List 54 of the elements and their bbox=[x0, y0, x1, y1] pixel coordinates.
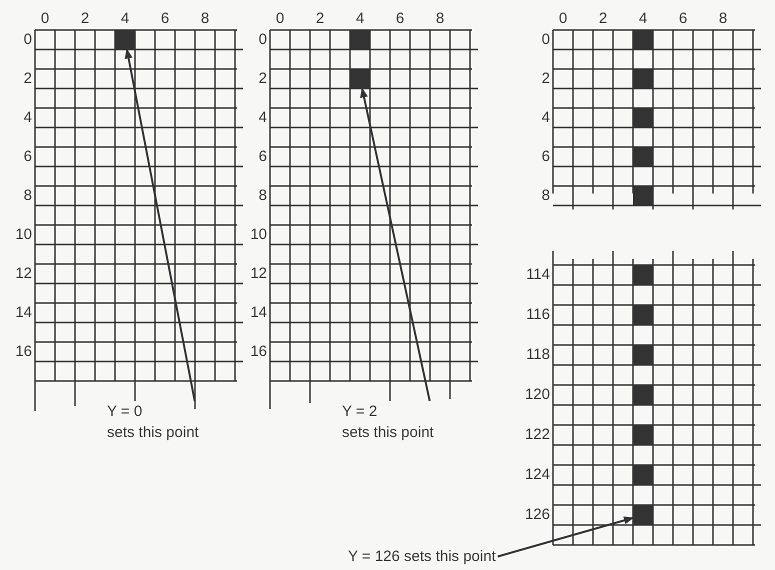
column-number: 2 bbox=[316, 11, 324, 27]
column-number: 0 bbox=[40, 11, 50, 27]
filled-cell bbox=[115, 30, 135, 50]
column-number: 8 bbox=[718, 11, 728, 27]
row-number: 114 bbox=[526, 267, 550, 283]
row-number: 2 bbox=[24, 70, 32, 87]
row-number: 4 bbox=[542, 110, 550, 126]
row-number: 16 bbox=[15, 344, 32, 360]
column-number: 0 bbox=[276, 11, 284, 27]
row-number: 12 bbox=[15, 266, 32, 282]
row-number: 116 bbox=[526, 307, 550, 323]
row-number: 6 bbox=[542, 148, 550, 165]
column-number: 4 bbox=[120, 11, 130, 27]
row-number: 0 bbox=[542, 32, 550, 48]
filled-cell bbox=[350, 69, 370, 88]
row-number: 124 bbox=[524, 467, 550, 483]
note-text: Y = 0 sets this point bbox=[107, 401, 199, 443]
row-number: 4 bbox=[258, 110, 267, 126]
row-number: 120 bbox=[524, 387, 550, 403]
column-number: 6 bbox=[396, 11, 404, 27]
row-number: 16 bbox=[250, 344, 267, 360]
row-number: 14 bbox=[250, 304, 267, 321]
row-number: 14 bbox=[15, 304, 32, 321]
row-number: 6 bbox=[24, 148, 32, 165]
row-number: 10 bbox=[250, 226, 267, 243]
arrow bbox=[360, 88, 431, 402]
row-number: 12 bbox=[250, 266, 267, 282]
arrow bbox=[497, 516, 634, 558]
row-number: 8 bbox=[258, 188, 267, 204]
row-number: 8 bbox=[542, 188, 550, 204]
column-number: 2 bbox=[80, 11, 90, 27]
arrow bbox=[124, 48, 196, 402]
column-number: 4 bbox=[638, 11, 648, 27]
column-number: 6 bbox=[160, 11, 170, 27]
row-number: 10 bbox=[15, 226, 32, 243]
filled-cell bbox=[633, 505, 653, 525]
row-number: 126 bbox=[524, 507, 550, 523]
note-text: Y = 126 sets this point bbox=[348, 546, 496, 567]
column-number: 6 bbox=[678, 11, 688, 27]
row-number: 2 bbox=[258, 70, 267, 87]
row-number: 2 bbox=[542, 70, 550, 87]
row-number: 0 bbox=[258, 32, 267, 48]
column-number: 8 bbox=[200, 11, 210, 27]
row-number: 0 bbox=[24, 32, 32, 48]
row-number: 118 bbox=[526, 347, 550, 363]
row-number: 4 bbox=[24, 110, 32, 126]
note-text: Y = 2 sets this point bbox=[342, 401, 434, 443]
column-number: 4 bbox=[356, 11, 364, 27]
row-number: 8 bbox=[24, 188, 32, 204]
column-number: 0 bbox=[558, 11, 568, 27]
row-number: 122 bbox=[524, 427, 550, 443]
row-number: 6 bbox=[258, 148, 267, 165]
column-number: 8 bbox=[436, 11, 444, 27]
column-number: 2 bbox=[598, 11, 608, 27]
